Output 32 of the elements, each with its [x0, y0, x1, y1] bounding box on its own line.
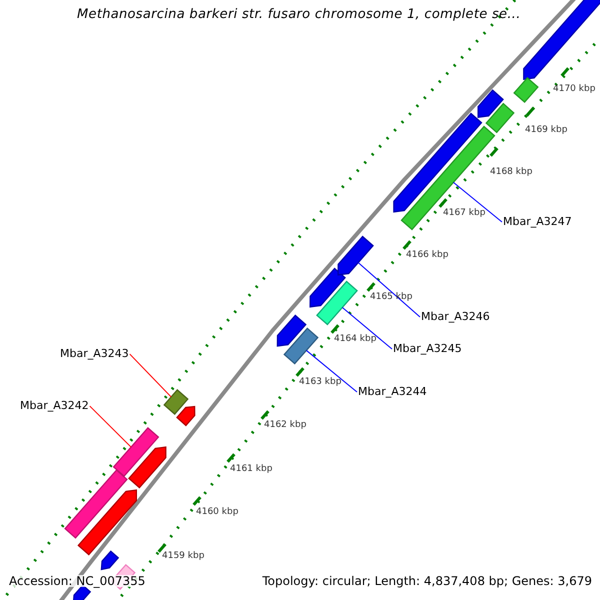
- tick-label: 4161 kbp: [230, 465, 272, 474]
- gene-label: Mbar_A3244: [358, 386, 427, 397]
- tick-label: 4165 kbp: [370, 293, 412, 302]
- tick-label: 4170 kbp: [553, 85, 596, 94]
- title: Methanosarcina barkeri str. fusaro chromosome 1, complete se...: [77, 8, 521, 21]
- tick-label: 4162 kbp: [264, 421, 306, 430]
- leader-line: [89, 406, 132, 448]
- tick-label: 4163 kbp: [299, 378, 342, 387]
- info-text: Accession: NC_007355: [9, 575, 146, 587]
- gene-feature: [316, 280, 358, 326]
- info-text: Topology: circular; Length: 4,837,408 bp; Genes: 3,679: [262, 575, 592, 587]
- tick-label: 4167 kbp: [443, 209, 486, 218]
- gene-feature: [283, 327, 319, 365]
- leader-line: [342, 307, 392, 350]
- leader-line: [358, 262, 420, 318]
- gene-label: Mbar_A3245: [393, 343, 462, 354]
- gene-label: Mbar_A3242: [20, 400, 89, 411]
- tick-label: 4168 kbp: [490, 168, 532, 177]
- gene-label: Mbar_A3243: [60, 348, 129, 359]
- tick-label: 4159 kbp: [162, 552, 204, 561]
- gene-label: Mbar_A3246: [421, 311, 490, 322]
- gene-label: Mbar_A3247: [503, 216, 572, 227]
- tick-label: 4169 kbp: [525, 126, 568, 135]
- leader-line: [306, 350, 358, 393]
- tick-label: 4164 kbp: [334, 335, 376, 344]
- gene-feature: [338, 236, 374, 276]
- tick-label: 4166 kbp: [406, 251, 448, 260]
- gene-feature: [163, 389, 189, 415]
- tick-label: 4160 kbp: [196, 508, 238, 517]
- gene-feature: [112, 427, 160, 477]
- leader-line: [452, 182, 502, 223]
- leader-line: [129, 354, 172, 398]
